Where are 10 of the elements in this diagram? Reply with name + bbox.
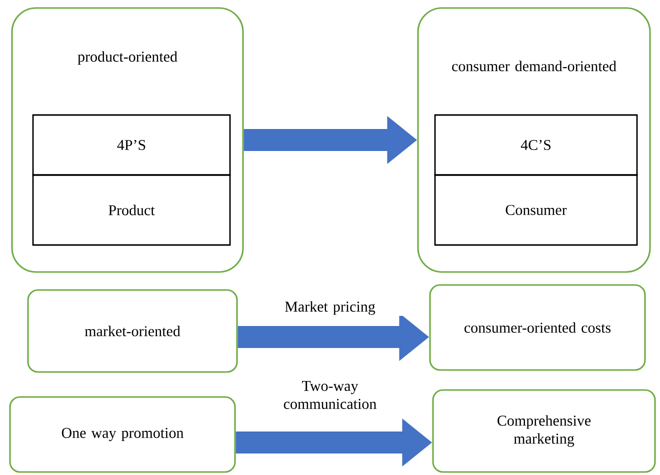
table-cell: Consumer: [434, 174, 638, 246]
rounded-box: One way promotion: [9, 396, 236, 473]
table-cell: 4C’S: [434, 114, 638, 176]
table-cell: Product: [32, 174, 231, 246]
rounded-box: market-oriented: [27, 289, 238, 373]
table-cell: 4P’S: [32, 114, 231, 176]
rounded-box: consumer-oriented costs: [429, 284, 646, 371]
rounded-box: Comprehensive marketing: [432, 389, 656, 473]
edge-label: Market pricing: [285, 301, 376, 315]
edge-label: Two-way communication: [284, 381, 376, 409]
